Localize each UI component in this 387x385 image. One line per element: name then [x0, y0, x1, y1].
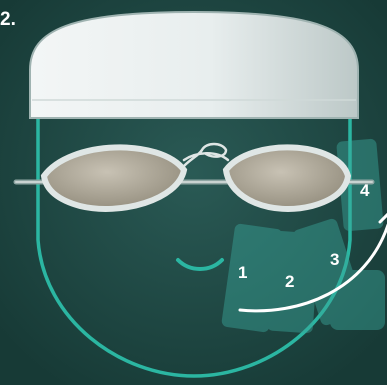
step-label-4: 4 — [360, 181, 370, 200]
step-label-3: 3 — [330, 250, 339, 269]
swim-cap-icon — [30, 12, 358, 118]
step-number-label: 2. — [0, 9, 16, 30]
step-label-1: 1 — [238, 263, 247, 282]
step-label-2: 2 — [285, 272, 294, 291]
